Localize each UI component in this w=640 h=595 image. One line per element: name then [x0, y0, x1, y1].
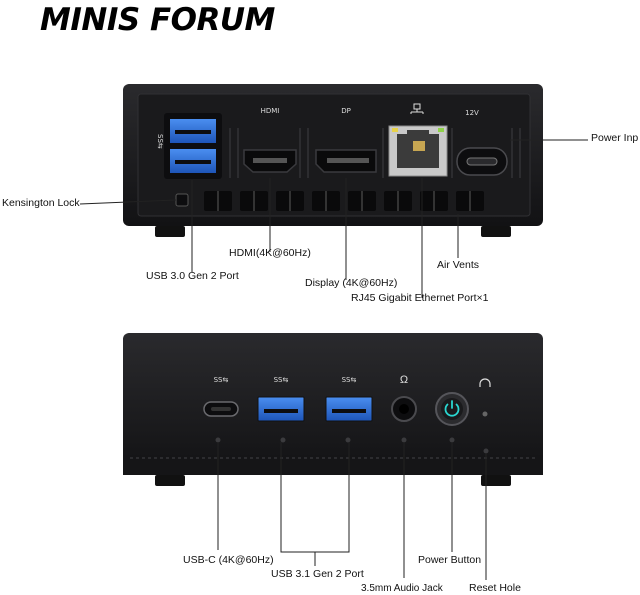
front-device: SS⇆ SS⇆ SS⇆ Ω [123, 333, 543, 486]
front-usb31-port-1 [257, 396, 305, 422]
front-power-button [435, 392, 469, 426]
front-chassis-bottom [123, 455, 543, 475]
front-usb31-port-2 [325, 396, 373, 422]
reset-hole-label: Reset Hole [469, 582, 521, 594]
power-input-label: Power Inp [591, 132, 639, 144]
front-foot-left [155, 475, 185, 486]
rear-usb30-ports [164, 113, 222, 179]
network-marking-icon [410, 103, 424, 114]
rear-power-usbc-port [456, 147, 508, 176]
front-audio-jack [391, 396, 417, 422]
usbc-label: USB-C (4K@60Hz) [183, 554, 274, 566]
front-usbc-port [203, 401, 239, 417]
ss-usbc-marking-icon: SS⇆ [214, 376, 229, 384]
air-vents-label: Air Vents [437, 259, 480, 271]
ss-marking-icon: SS⇆ [156, 134, 164, 149]
power-marking: 12V [465, 109, 479, 117]
rear-foot-right [481, 226, 511, 237]
kensington-lock-label: Kensington Lock [2, 197, 80, 209]
hdmi-label: HDMI(4K@60Hz) [229, 247, 311, 259]
rear-hdmi-port [243, 149, 297, 173]
kensington-lock-slot [175, 193, 189, 207]
rj45-label: RJ45 Gigabit Ethernet Port×1 [351, 292, 489, 304]
front-foot-right [481, 475, 511, 486]
front-callout-lines [217, 442, 487, 580]
reset-marking-icon [479, 378, 491, 385]
usb30-label: USB 3.0 Gen 2 Port [146, 270, 239, 282]
usb31-label: USB 3.1 Gen 2 Port [271, 568, 364, 580]
rear-slot-texture [229, 128, 521, 178]
rear-foot-left [155, 226, 185, 237]
rear-device: HDMI DP 12V SS⇆ [123, 84, 543, 237]
ss-usb31-marking-icon-1: SS⇆ [274, 376, 289, 384]
audio-jack-label: 3.5mm Audio Jack [361, 583, 443, 594]
brand-logo: MINIS FORUM [40, 2, 275, 38]
headphone-icon: Ω [400, 374, 408, 386]
hdmi-marking: HDMI [261, 107, 280, 115]
rear-callout-lines [79, 139, 588, 298]
rear-dp-port [315, 149, 377, 173]
display-label: Display (4K@60Hz) [305, 277, 398, 289]
ss-usb31-marking-icon-2: SS⇆ [342, 376, 357, 384]
rear-rj45-port [388, 125, 448, 177]
dp-marking: DP [341, 107, 351, 115]
front-reset-hole [482, 411, 488, 417]
power-button-label: Power Button [418, 554, 482, 566]
